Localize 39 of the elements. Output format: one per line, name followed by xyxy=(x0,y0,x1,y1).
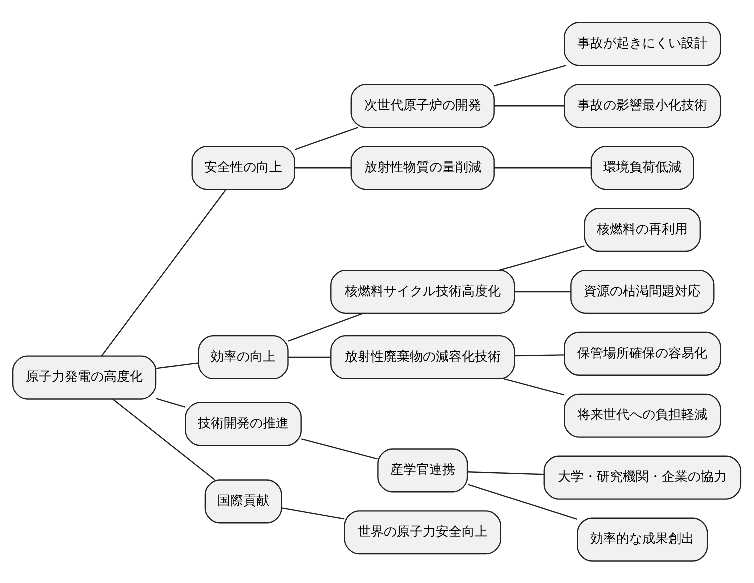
node-box: 産学官連携 xyxy=(378,448,468,492)
node-box: 核燃料の再利用 xyxy=(584,208,702,252)
node-box: 保管場所確保の容易化 xyxy=(564,331,722,376)
connector xyxy=(295,167,352,168)
connector xyxy=(468,484,578,520)
node-box: 効率的な成果創出 xyxy=(577,517,708,562)
node-box: 事故が起きにくい設計 xyxy=(564,22,722,66)
connector xyxy=(112,398,216,480)
node-box: 放射性廃棄物の減容化技術 xyxy=(330,334,516,380)
connector xyxy=(504,378,565,396)
connector xyxy=(514,290,571,292)
node-box: 核燃料サイクル技術高度化 xyxy=(330,269,516,314)
node-box: 国際貢献 xyxy=(204,479,282,524)
connector xyxy=(156,362,199,369)
connector xyxy=(494,105,564,106)
node-box: 環境負荷低減 xyxy=(590,146,694,190)
node-box: 原子力発電の高度化 xyxy=(12,355,157,400)
node-box: 技術開発の推進 xyxy=(185,402,302,446)
node-box: 次世代原子炉の開発 xyxy=(350,84,495,128)
node-box: 将来世代への負担軽減 xyxy=(564,393,722,438)
connector xyxy=(494,64,566,86)
node-box: 資源の枯渇問題対応 xyxy=(570,269,715,314)
node-box: 放射性物質の量削減 xyxy=(350,146,495,190)
connector xyxy=(499,245,585,271)
node-box: 効率の向上 xyxy=(198,334,289,380)
connector xyxy=(156,398,186,408)
connector xyxy=(101,188,227,356)
connector xyxy=(468,471,544,475)
node-box: 事故の影響最小化技術 xyxy=(564,84,722,128)
connector xyxy=(282,507,345,520)
connector xyxy=(494,167,592,168)
connector xyxy=(294,126,358,150)
connector xyxy=(288,312,364,342)
connector xyxy=(288,356,332,358)
node-box: 世界の原子力安全向上 xyxy=(344,510,502,554)
node-box: 安全性の向上 xyxy=(192,146,296,190)
node-box: 大学・研究機関・企業の協力 xyxy=(544,455,742,500)
connector xyxy=(514,354,564,356)
connector xyxy=(302,438,378,460)
